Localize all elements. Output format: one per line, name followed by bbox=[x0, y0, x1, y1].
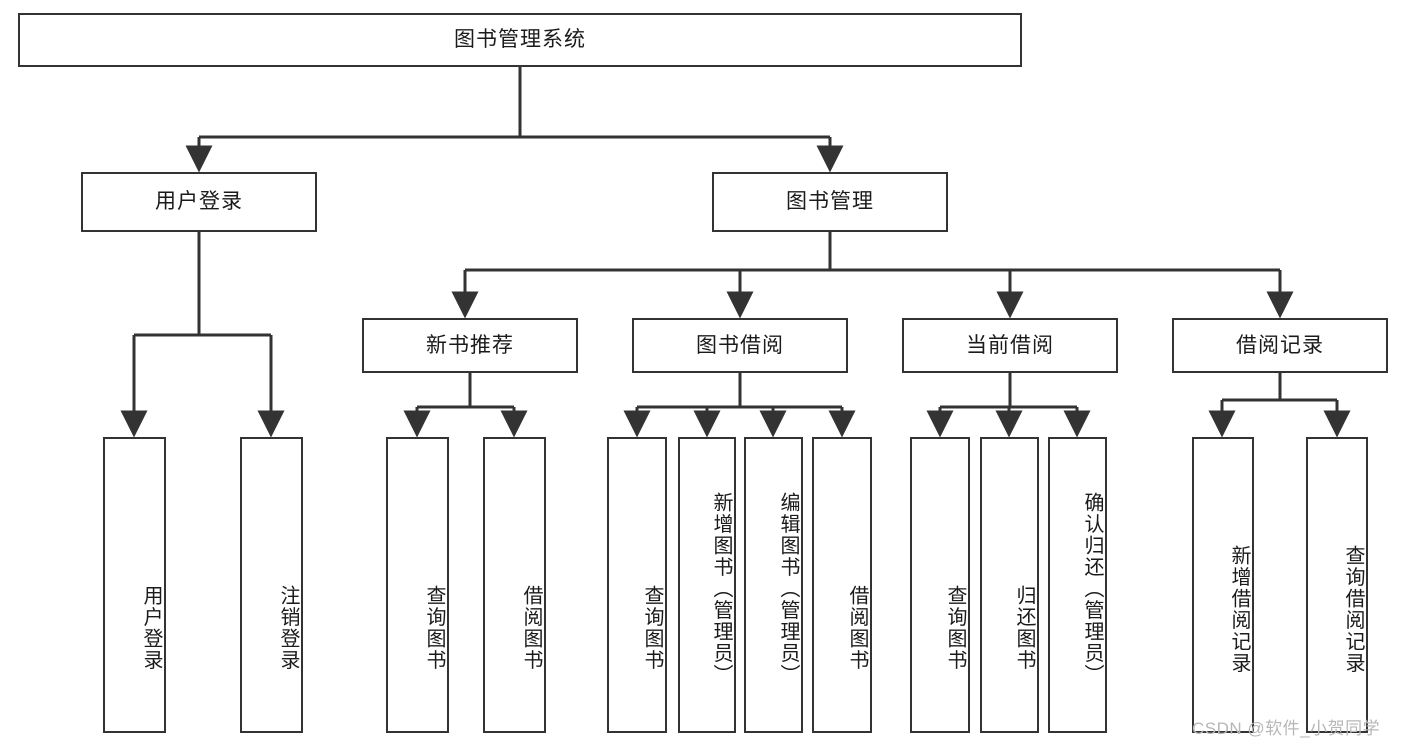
node-book-borrow[interactable]: 图书借阅 bbox=[632, 318, 848, 373]
leaf-borrow-book-2[interactable]: 借阅图书 bbox=[812, 437, 872, 733]
leaf-edit-book[interactable]: 编辑图书（管理员） bbox=[744, 437, 803, 733]
leaf-query-book-1[interactable]: 查询图书 bbox=[386, 437, 449, 733]
csdn-watermark: CSDN @软件_小贺同学 bbox=[1192, 719, 1381, 738]
leaf-confirm-return[interactable]: 确认归还（管理员） bbox=[1048, 437, 1107, 733]
leaf-query-record[interactable]: 查询借阅记录 bbox=[1306, 437, 1368, 733]
leaf-add-book[interactable]: 新增图书（管理员） bbox=[678, 437, 736, 733]
leaf-borrow-book-1[interactable]: 借阅图书 bbox=[483, 437, 546, 733]
node-user-login[interactable]: 用户登录 bbox=[81, 172, 317, 232]
leaf-logout[interactable]: 注销登录 bbox=[240, 437, 303, 733]
node-borrow-record[interactable]: 借阅记录 bbox=[1172, 318, 1388, 373]
leaf-query-book-3[interactable]: 查询图书 bbox=[910, 437, 970, 733]
node-book-manage[interactable]: 图书管理 bbox=[712, 172, 948, 232]
node-current-borrow[interactable]: 当前借阅 bbox=[902, 318, 1118, 373]
leaf-query-book-2[interactable]: 查询图书 bbox=[607, 437, 667, 733]
leaf-user-login[interactable]: 用户登录 bbox=[103, 437, 166, 733]
node-root[interactable]: 图书管理系统 bbox=[18, 13, 1022, 67]
leaf-add-record[interactable]: 新增借阅记录 bbox=[1192, 437, 1254, 733]
leaf-return-book[interactable]: 归还图书 bbox=[980, 437, 1039, 733]
node-new-book-rec[interactable]: 新书推荐 bbox=[362, 318, 578, 373]
